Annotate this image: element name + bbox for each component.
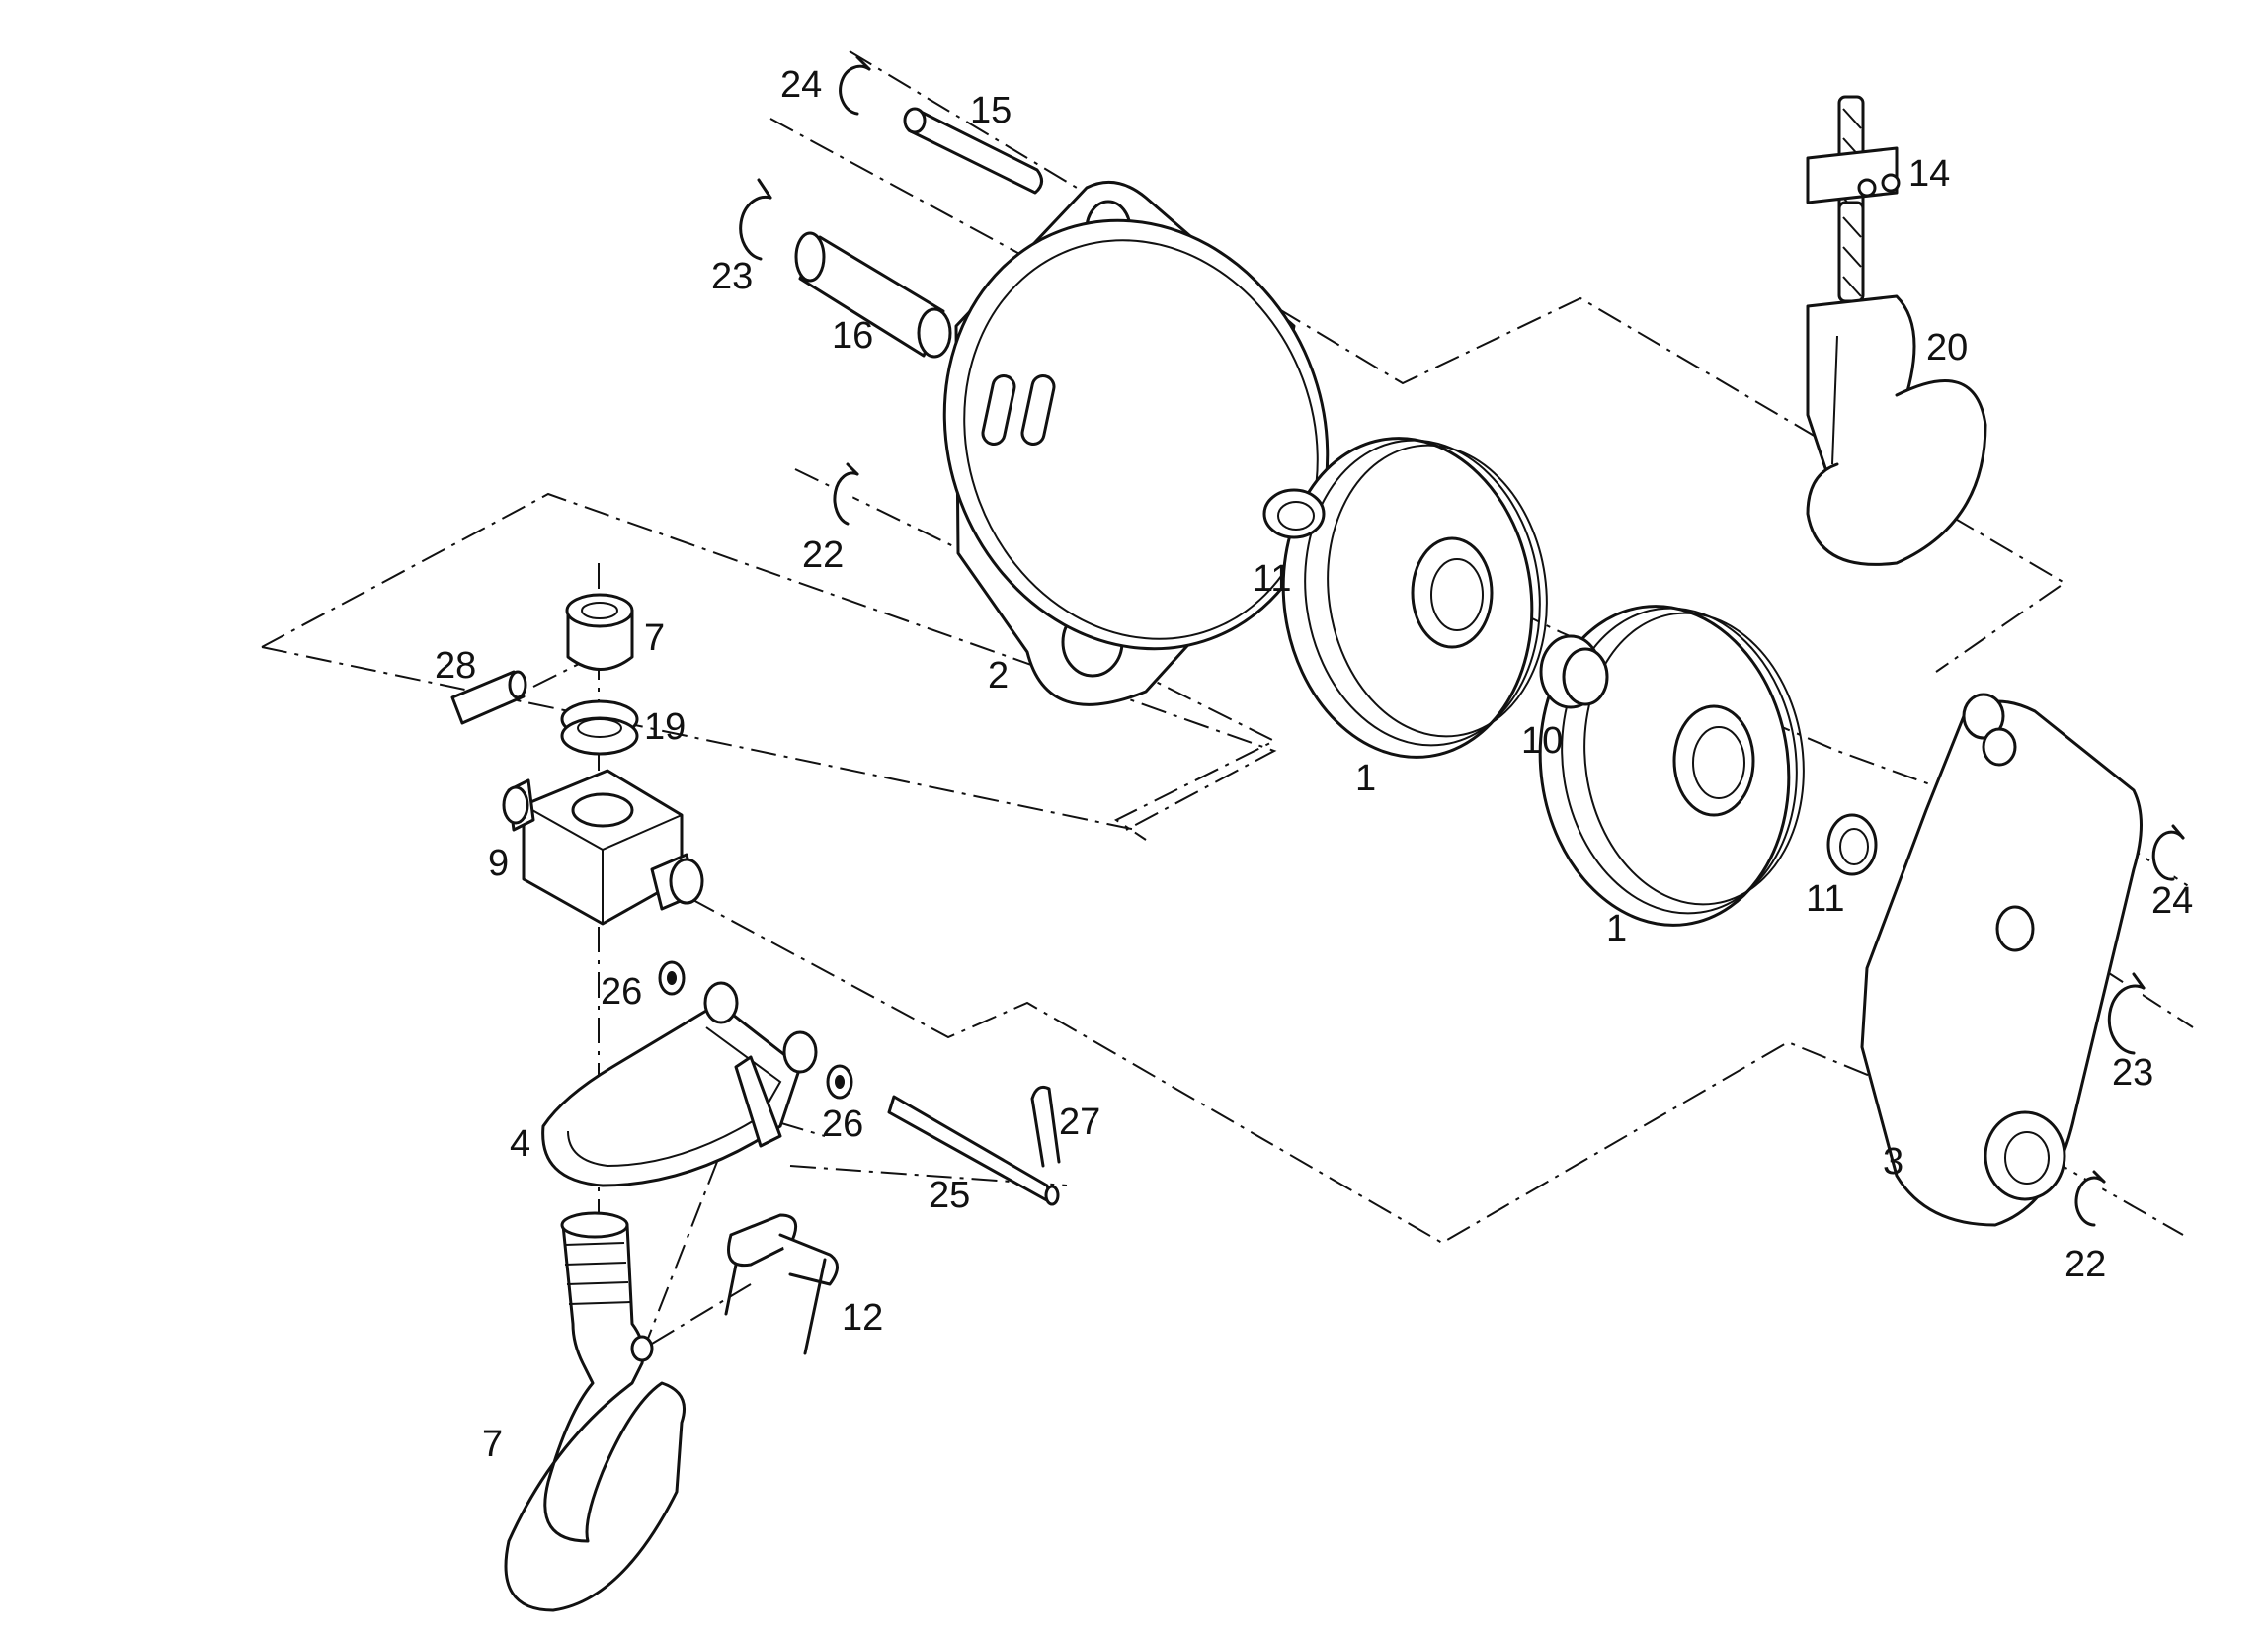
circlip-23-top [739,178,772,261]
hook-7 [504,1211,686,1612]
callout-2: 2 [988,655,1009,696]
callout-25: 25 [929,1175,970,1216]
latch-bracket-4 [541,981,818,1187]
washer-26-top [658,960,686,996]
cotter-pin-27 [1030,1085,1061,1168]
callout-1-upper: 1 [1355,758,1376,799]
callout-24-top: 24 [780,64,822,106]
crosshead-9 [502,769,704,926]
circlip-24-top [839,55,871,116]
callout-14: 14 [1908,153,1950,195]
callout-3: 3 [1883,1141,1904,1183]
callout-28: 28 [435,645,476,687]
callout-22-top: 22 [802,534,844,576]
callout-27: 27 [1059,1102,1100,1143]
pulley-1-upper [1281,437,1548,759]
callout-23-top: 23 [711,256,753,297]
callout-1-lower: 1 [1606,908,1627,949]
pin-16 [794,231,952,359]
callout-11-upper: 11 [1253,558,1291,600]
bushing-10 [1539,634,1609,709]
housing-plate-2 [942,180,1330,706]
callout-10: 10 [1521,720,1563,762]
callout-26-lower: 26 [822,1104,863,1145]
side-plate-3 [1860,693,2143,1227]
wire-rope-14-20 [1806,95,1987,566]
pin-28 [450,670,527,725]
callout-15: 15 [970,90,1012,131]
circlip-24-right [2151,824,2185,881]
circlip-22-right [2074,1170,2106,1227]
callout-7-hook: 7 [482,1424,503,1465]
callout-19: 19 [644,706,686,748]
washer-11-lower [1826,813,1878,876]
callout-24-right: 24 [2151,880,2193,922]
callout-labels: 24 15 23 16 22 2 11 1 10 1 11 14 20 24 2… [435,64,2193,1465]
callout-22-right: 22 [2065,1244,2106,1285]
callout-12: 12 [842,1297,883,1339]
pin-25 [887,1095,1060,1206]
washer-26-lower [826,1064,853,1100]
circlip-23-right [2107,972,2146,1055]
nut-7-top [565,593,634,671]
callout-4: 4 [510,1123,530,1165]
pin-15 [903,107,1043,195]
callout-26-top: 26 [601,971,642,1013]
spring-12 [724,1213,839,1355]
callout-11-lower: 11 [1806,878,1844,920]
callout-16: 16 [832,315,873,357]
callout-9: 9 [488,843,509,884]
callout-7-top: 7 [644,617,665,659]
washer-11-upper [1262,488,1326,539]
circlip-22-top [833,462,859,526]
bearing-19 [560,699,639,756]
callout-20: 20 [1926,327,1968,368]
callout-23-right: 23 [2112,1052,2153,1094]
